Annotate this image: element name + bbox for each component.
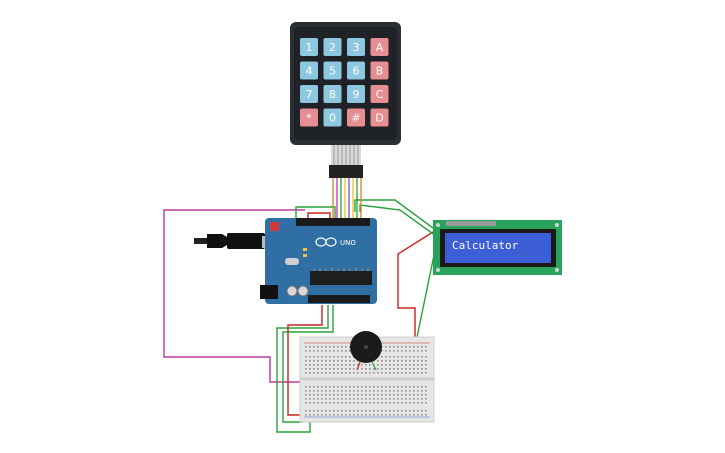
keypad-key-face <box>323 61 342 80</box>
keypad-key-c[interactable]: C <box>370 85 389 103</box>
keypad-key-face <box>370 85 389 103</box>
keypad-key-face <box>323 85 342 103</box>
keypad-key-label: 2 <box>329 41 336 54</box>
keypad-key-5[interactable]: 5 <box>323 61 342 80</box>
keypad-key-face <box>370 61 389 80</box>
keypad-key-d[interactable]: D <box>370 108 389 127</box>
wire-green-lcd-2[interactable] <box>359 204 437 237</box>
keypad-key-label: * <box>306 112 312 125</box>
buzzer-hole <box>364 345 368 349</box>
keypad-key-face <box>300 61 318 80</box>
wire-green-2[interactable] <box>282 305 334 423</box>
arduino-logo <box>315 237 337 247</box>
keypad-key-label: 9 <box>353 88 360 101</box>
keypad-key-label: 5 <box>329 65 336 78</box>
arduino-label: UNO <box>340 239 356 247</box>
keypad-key-3[interactable]: 3 <box>347 38 365 56</box>
keypad-key-label: 8 <box>329 88 336 101</box>
keypad-key-label: 6 <box>353 65 360 78</box>
keypad-key-face <box>347 108 365 127</box>
arduino-header-top <box>296 218 370 226</box>
reset-button[interactable] <box>270 222 279 231</box>
keypad-key-face <box>370 108 389 127</box>
keypad-key-face <box>300 108 318 127</box>
keypad-key-label: B <box>376 65 384 78</box>
wire-green-lcd-1[interactable] <box>354 199 434 229</box>
lcd-module[interactable]: Calculator <box>433 220 562 275</box>
arduino-board <box>265 218 377 304</box>
arduino-cap-2 <box>297 285 309 297</box>
arduino-led <box>303 248 307 251</box>
keypad-key-hash[interactable]: # <box>347 108 365 127</box>
keypad-key-a[interactable]: A <box>370 38 389 56</box>
keypad-keys: 1 2 3 A 4 5 6 B 7 8 9 C * 0 # D <box>300 38 389 127</box>
keypad-key-7[interactable]: 7 <box>300 85 318 103</box>
keypad-key-face <box>347 38 365 56</box>
arduino-chip <box>310 271 372 285</box>
arduino-header-bottom <box>308 295 370 303</box>
keypad-key-b[interactable]: B <box>370 61 389 80</box>
keypad-key-face <box>323 38 342 56</box>
keypad-key-2[interactable]: 2 <box>323 38 342 56</box>
keypad-key-label: # <box>351 112 360 125</box>
wire-green-loop[interactable] <box>276 305 329 433</box>
keypad-key-face <box>347 85 365 103</box>
keypad-key-label: 7 <box>306 88 313 101</box>
keypad-key-face <box>347 61 365 80</box>
keypad-key-9[interactable]: 9 <box>347 85 365 103</box>
keypad-key-star[interactable]: * <box>300 108 318 127</box>
arduino-cap-1 <box>286 285 298 297</box>
keypad-key-1[interactable]: 1 <box>300 38 318 56</box>
keypad-key-label: D <box>375 112 383 125</box>
keypad-key-label: C <box>376 88 384 101</box>
wire-red-1[interactable] <box>287 305 323 416</box>
keypad-key-label: 4 <box>306 65 313 78</box>
arduino-uno[interactable]: UNO <box>194 218 377 304</box>
lcd-text: Calculator <box>452 239 519 252</box>
keypad-key-label: 0 <box>329 112 336 125</box>
keypad[interactable]: 1 2 3 A 4 5 6 B 7 8 9 C * 0 # D <box>290 22 401 222</box>
keypad-ribbon <box>329 145 363 178</box>
keypad-key-face <box>300 85 318 103</box>
wire-green-top[interactable] <box>295 206 336 222</box>
wire-red-lcd[interactable] <box>397 231 434 338</box>
power-jack <box>260 285 278 299</box>
keypad-key-face <box>370 38 389 56</box>
lcd-screen <box>445 233 551 263</box>
keypad-key-4[interactable]: 4 <box>300 61 318 80</box>
keypad-connector <box>329 165 363 178</box>
piezo-buzzer[interactable] <box>350 331 382 371</box>
lcd-header <box>446 221 496 226</box>
keypad-key-face <box>323 108 342 127</box>
breadboard-holes <box>305 346 427 416</box>
keypad-key-label: 1 <box>306 41 313 54</box>
keypad-key-face <box>300 38 318 56</box>
keypad-key-label: A <box>376 41 384 54</box>
keypad-key-8[interactable]: 8 <box>323 85 342 103</box>
keypad-key-6[interactable]: 6 <box>347 61 365 80</box>
wire-red-top[interactable] <box>307 212 331 222</box>
keypad-wires <box>332 178 362 222</box>
arduino-crystal <box>285 258 299 265</box>
keypad-key-0[interactable]: 0 <box>323 108 342 127</box>
keypad-key-label: 3 <box>353 41 360 54</box>
